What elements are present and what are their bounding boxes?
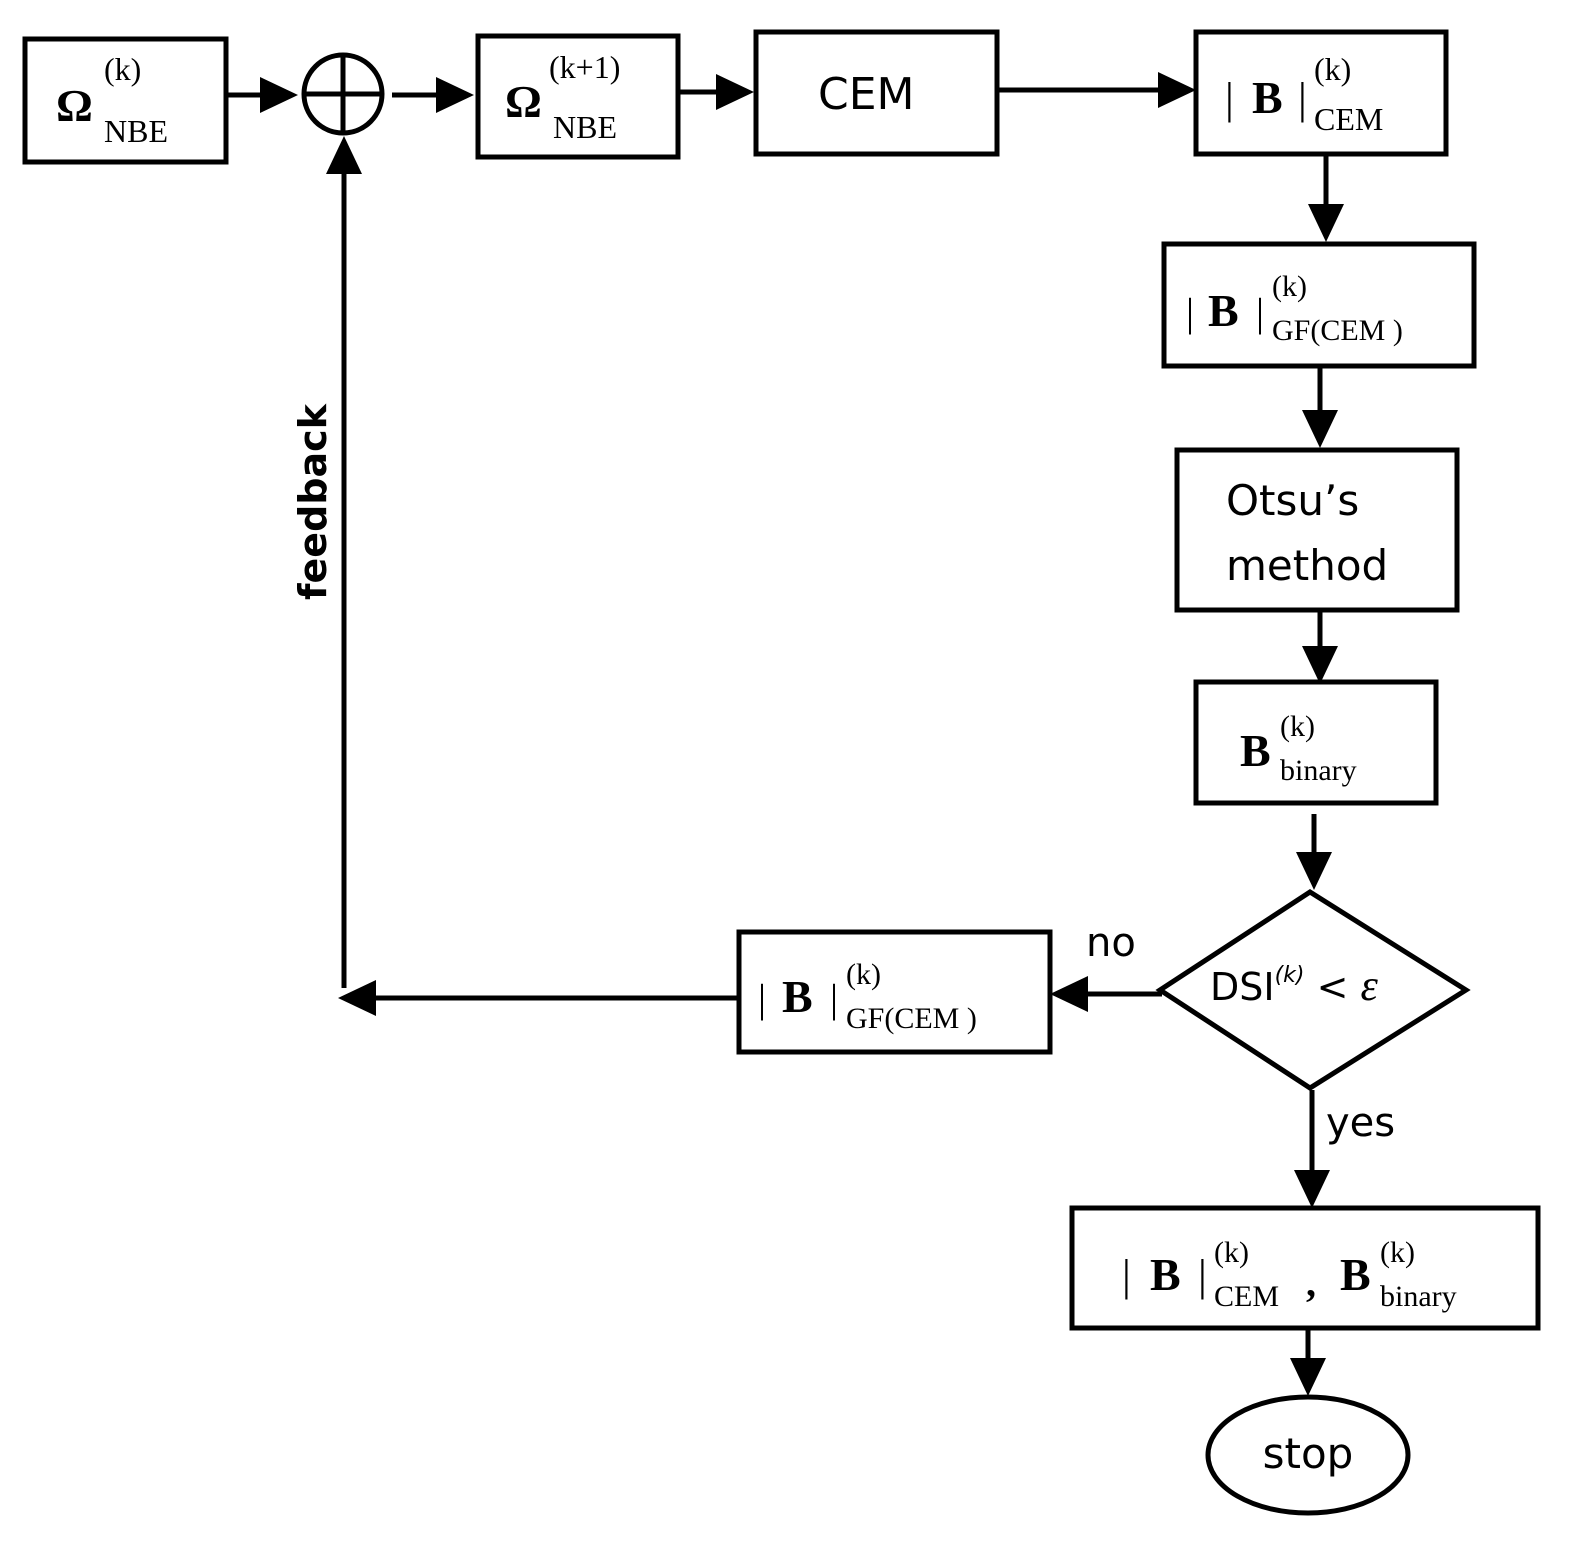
arrowhead-bcem-to-bgf bbox=[1308, 204, 1344, 242]
node-omega-nbe-k-plus-1-box bbox=[475, 33, 681, 160]
subscript-binary: binary bbox=[1280, 754, 1357, 787]
bar-left: | bbox=[1186, 290, 1194, 335]
node-b-binary: B (k) binary bbox=[1193, 679, 1439, 806]
superscript-k-plus-1: (k+1) bbox=[549, 49, 620, 85]
bold-b: B bbox=[782, 971, 813, 1022]
superscript-k: (k) bbox=[1272, 270, 1307, 303]
node-otsu-method: Otsu’s method bbox=[1174, 447, 1460, 613]
node-omega-nbe-k-plus-1: Ω (k+1) NBE bbox=[475, 33, 681, 160]
summing-junction bbox=[301, 52, 385, 136]
node-b-gf-cem-lower-box bbox=[736, 929, 1053, 1055]
no-label: no bbox=[1086, 920, 1136, 966]
bar-left: | bbox=[758, 976, 766, 1021]
bold-b-binary: B bbox=[1340, 1249, 1371, 1300]
stop-label: stop bbox=[1263, 1429, 1354, 1478]
subscript-gf-cem: GF(CEM ) bbox=[846, 1002, 977, 1035]
node-b-gf-cem-upper: | B | (k) GF(CEM ) bbox=[1161, 241, 1477, 369]
node-output: | B | (k) CEM , B (k) binary bbox=[1069, 1205, 1541, 1331]
omega-symbol: Ω bbox=[56, 80, 93, 131]
node-b-binary-box bbox=[1193, 679, 1439, 806]
feedback-label: feedback bbox=[291, 403, 335, 600]
node-otsu-method-box bbox=[1174, 447, 1460, 613]
arrowhead-feedback-corner bbox=[338, 980, 376, 1016]
bar-left: | bbox=[1225, 74, 1234, 123]
arrowhead-otsu-to-bbinary bbox=[1302, 646, 1338, 684]
decision-diamond bbox=[1155, 889, 1471, 1091]
arrowhead-omega-to-sum bbox=[260, 77, 298, 113]
dsi-label: DSI bbox=[1210, 965, 1275, 1009]
superscript-k: (k) bbox=[104, 51, 141, 87]
superscript-k: (k) bbox=[1214, 1236, 1249, 1269]
subscript-binary: binary bbox=[1380, 1280, 1457, 1313]
node-omega-nbe-k-box bbox=[22, 36, 229, 165]
node-stop: stop bbox=[1205, 1394, 1411, 1516]
arrowhead-bbinary-to-decision bbox=[1296, 852, 1332, 890]
node-b-gf-cem-upper-box bbox=[1161, 241, 1477, 369]
arrowhead-cem-to-bcem bbox=[1158, 72, 1196, 108]
otsu-label-line2: method bbox=[1226, 541, 1388, 590]
bar-right: | bbox=[1256, 290, 1264, 335]
bold-b: B bbox=[1252, 72, 1283, 123]
bar-right: | bbox=[1298, 74, 1307, 123]
stop-ellipse bbox=[1205, 1394, 1411, 1516]
decision-text: DSI(k) < ε bbox=[1210, 961, 1379, 1010]
arrowhead-output-to-stop bbox=[1290, 1358, 1326, 1396]
node-b-gf-cem-lower: | B | (k) GF(CEM ) bbox=[736, 929, 1053, 1055]
superscript-k: (k) bbox=[1314, 51, 1351, 87]
superscript-k-binary: (k) bbox=[1380, 1236, 1415, 1269]
bold-b: B bbox=[1240, 725, 1271, 776]
arrowhead-bgf-to-otsu bbox=[1302, 410, 1338, 448]
arrowhead-decision-to-bgf-lower bbox=[1050, 976, 1088, 1012]
comma: , bbox=[1306, 1260, 1316, 1305]
dsi-superscript-k: (k) bbox=[1275, 963, 1305, 988]
node-omega-nbe-k: Ω (k) NBE bbox=[22, 36, 229, 165]
yes-label: yes bbox=[1326, 1100, 1395, 1146]
node-cem-box bbox=[753, 29, 1000, 157]
subscript-nbe: NBE bbox=[553, 109, 617, 145]
otsu-label-line1: Otsu’s bbox=[1226, 476, 1359, 525]
omega-symbol: Ω bbox=[505, 76, 542, 127]
arrowhead-decision-to-output bbox=[1294, 1170, 1330, 1208]
bold-b: B bbox=[1208, 285, 1239, 336]
subscript-gf-cem: GF(CEM ) bbox=[1272, 314, 1403, 347]
node-output-box bbox=[1069, 1205, 1541, 1331]
bar-right: | bbox=[1198, 1251, 1207, 1300]
node-decision-dsi: DSI(k) < ε bbox=[1155, 889, 1471, 1091]
cem-label: CEM bbox=[818, 69, 915, 120]
arrowhead-feedback-to-sum bbox=[326, 136, 362, 174]
arrowhead-sum-to-omega-next bbox=[436, 77, 474, 113]
connectors bbox=[228, 72, 1344, 1396]
subscript-cem: CEM bbox=[1214, 1280, 1279, 1313]
subscript-nbe: NBE bbox=[104, 113, 168, 149]
node-cem: CEM bbox=[753, 29, 1000, 157]
less-than: < bbox=[1305, 965, 1361, 1009]
bar-left: | bbox=[1122, 1251, 1131, 1300]
superscript-k: (k) bbox=[846, 958, 881, 991]
bold-b: B bbox=[1150, 1249, 1181, 1300]
arrowhead-omega-next-to-cem bbox=[716, 74, 754, 110]
bar-right: | bbox=[830, 976, 838, 1021]
subscript-cem: CEM bbox=[1314, 101, 1383, 137]
node-b-cem-box bbox=[1193, 29, 1449, 157]
node-b-cem: | B | (k) CEM bbox=[1193, 29, 1449, 157]
superscript-k: (k) bbox=[1280, 710, 1315, 743]
epsilon-symbol: ε bbox=[1361, 961, 1379, 1010]
